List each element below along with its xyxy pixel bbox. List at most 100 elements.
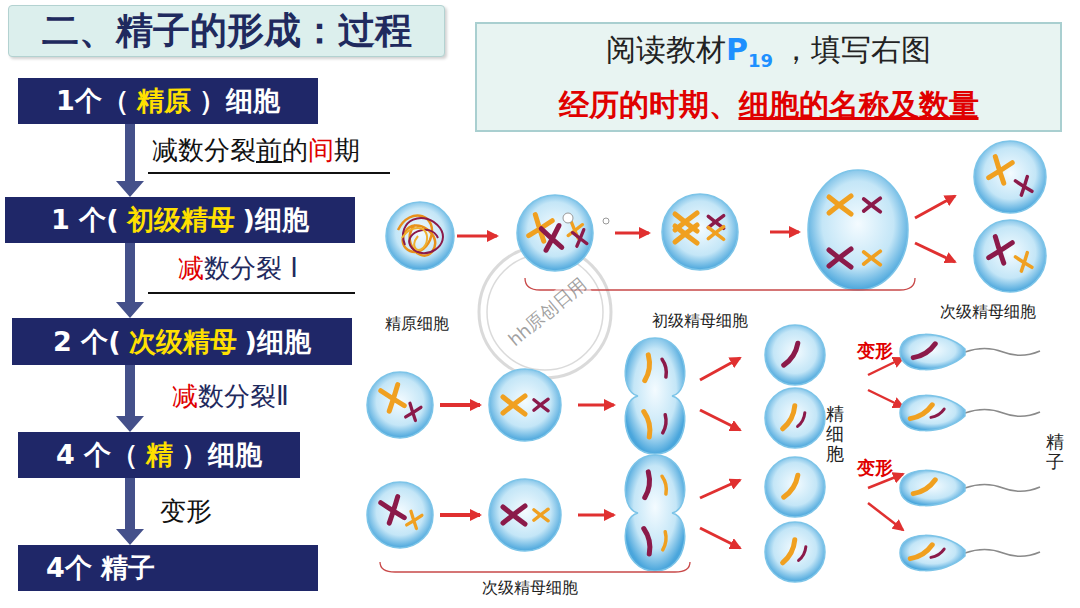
illustration-part bbox=[662, 415, 667, 433]
illustration-part bbox=[603, 218, 609, 224]
spermatid-cell bbox=[765, 457, 825, 517]
illustration-part bbox=[868, 503, 903, 530]
illustration-part bbox=[864, 251, 881, 265]
flow-label: 数分裂 Ⅰ bbox=[204, 253, 298, 283]
illustration-part bbox=[913, 480, 937, 496]
stage-label: 次级精母细胞 bbox=[940, 302, 1036, 323]
stage-label: 变形 bbox=[857, 339, 893, 363]
illustration-part bbox=[644, 411, 652, 437]
illustration-part bbox=[913, 344, 937, 360]
stage-label: 变形 bbox=[857, 456, 893, 480]
flow-label: 减 bbox=[178, 253, 204, 283]
stage-label: 精细胞 bbox=[826, 404, 844, 463]
illustration-part bbox=[829, 196, 851, 214]
illustration-part bbox=[662, 359, 667, 377]
flow-label: 数分裂Ⅱ bbox=[198, 381, 289, 411]
illustration-part bbox=[541, 226, 563, 251]
illustration-part bbox=[367, 482, 433, 548]
flow-label: 减 bbox=[172, 381, 198, 411]
instruction-text: P bbox=[726, 32, 748, 67]
illustration-part bbox=[864, 198, 881, 212]
stage-band: 4 个（精）细胞 bbox=[18, 432, 300, 478]
dividing-cell bbox=[625, 338, 684, 454]
text-line: 经历的时期、细胞的名称及数量 bbox=[559, 83, 979, 127]
dividing-cell bbox=[808, 170, 908, 290]
illustration-part bbox=[402, 228, 427, 250]
illustration-part bbox=[615, 232, 649, 235]
illustration-part bbox=[662, 476, 667, 494]
band-text: 4个 精子 bbox=[46, 550, 155, 586]
stage-band: 1 个(初级精母)细胞 bbox=[5, 197, 355, 243]
illustration-part bbox=[503, 396, 525, 414]
illustration-part bbox=[900, 470, 1040, 505]
illustration-part bbox=[700, 358, 740, 380]
illustration-part bbox=[782, 540, 798, 564]
illustration-part bbox=[915, 243, 955, 262]
illustration-part bbox=[675, 225, 697, 243]
stage-label: 初级精母细胞 bbox=[652, 311, 748, 332]
illustration-part bbox=[489, 479, 561, 551]
edge-label: 变形 bbox=[160, 494, 212, 529]
stage-band: 4个 精子 bbox=[18, 545, 318, 591]
illustration-part bbox=[700, 480, 740, 498]
illustration-part bbox=[1015, 177, 1032, 196]
illustration-part bbox=[974, 220, 1046, 292]
illustration-part bbox=[662, 532, 667, 550]
illustration-part bbox=[988, 237, 1012, 264]
flow-arrow bbox=[116, 478, 144, 545]
watermark: hh原创日用 bbox=[503, 272, 591, 351]
illustration-part bbox=[487, 254, 603, 370]
illustration-part bbox=[900, 535, 1040, 570]
illustration-part bbox=[578, 404, 614, 407]
dividing-cell bbox=[625, 455, 684, 571]
underline bbox=[148, 292, 355, 294]
band-text: )细胞 bbox=[243, 202, 309, 238]
instruction-text: 经历的时期、 bbox=[559, 87, 739, 122]
underline bbox=[148, 172, 390, 174]
band-text: 精 bbox=[146, 437, 173, 473]
illustration-part bbox=[381, 385, 405, 412]
flow-label: 间 bbox=[308, 135, 334, 165]
flow-arrow bbox=[116, 243, 144, 318]
primary-spermatocyte-cell bbox=[517, 195, 609, 271]
band-text: ）细胞 bbox=[199, 83, 280, 119]
instruction-text: 阅读教材 bbox=[606, 32, 726, 67]
instruction-box: 阅读教材P19，填写右图经历的时期、细胞的名称及数量 bbox=[475, 22, 1062, 132]
illustration-part bbox=[644, 528, 652, 554]
secondary-spermatocyte-cell bbox=[974, 220, 1046, 292]
flow-arrow bbox=[116, 124, 144, 197]
secondary-spermatocyte-cell bbox=[489, 369, 561, 441]
primary-spermatocyte-cell bbox=[662, 194, 738, 270]
band-text: 1个（ bbox=[56, 83, 129, 119]
arrow-head bbox=[116, 302, 144, 318]
illustration-part bbox=[644, 355, 652, 381]
stage-band: 1个（精原）细胞 bbox=[18, 78, 318, 124]
illustration-part bbox=[868, 390, 903, 407]
stage-label: 精原细胞 bbox=[385, 314, 449, 335]
arrow-head bbox=[116, 181, 144, 197]
band-text: 次级精母 bbox=[129, 324, 237, 360]
flow-label: 减数分裂 bbox=[152, 135, 256, 165]
illustration-part bbox=[563, 213, 573, 223]
illustration-part bbox=[489, 369, 561, 441]
band-text: 初级精母 bbox=[127, 202, 235, 238]
illustration-part bbox=[700, 528, 740, 548]
illustration-part bbox=[765, 325, 825, 385]
arrow-shaft bbox=[125, 124, 135, 182]
illustration-part bbox=[829, 249, 851, 267]
illustration-part bbox=[700, 410, 740, 430]
flow-label: 前 bbox=[256, 135, 282, 165]
sperm-cell bbox=[900, 470, 1040, 505]
illustration-part bbox=[572, 230, 587, 247]
stage-label: 精子 bbox=[1046, 432, 1064, 472]
illustration-part bbox=[931, 409, 945, 419]
illustration-part bbox=[915, 196, 955, 218]
illustration-part bbox=[783, 475, 801, 498]
illustration-part bbox=[367, 372, 433, 438]
illustration-part bbox=[440, 403, 480, 407]
text-line: 阅读教材P19，填写右图 bbox=[606, 28, 931, 83]
title-text: 二、精子的形成：过程 bbox=[42, 6, 412, 56]
illustration-part bbox=[1015, 253, 1032, 272]
band-text: 1 个( bbox=[51, 202, 119, 238]
